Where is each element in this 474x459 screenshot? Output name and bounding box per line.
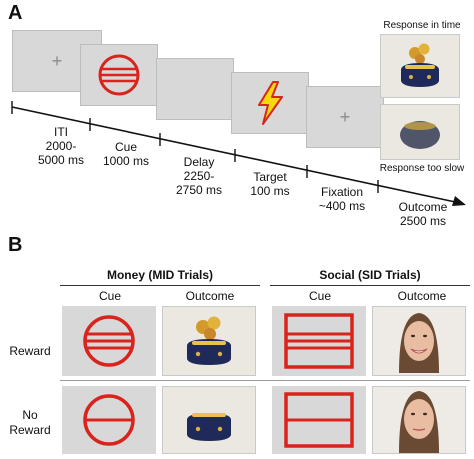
- response-too-slow-label: Response too slow: [379, 163, 465, 174]
- money-no-reward-cue: [62, 386, 156, 454]
- smiling-face-icon: [399, 313, 439, 373]
- money-cue-header: Cue: [98, 289, 121, 303]
- timeline-label-cue: Cue 1000 ms: [102, 140, 150, 168]
- coin-purse-icon: [400, 121, 440, 149]
- money-reward-cue: [62, 306, 156, 376]
- row-divider: [60, 380, 470, 381]
- screen-cue: [80, 44, 158, 106]
- social-no-reward-cue: [272, 386, 366, 454]
- coin-purse-icon: [187, 316, 231, 365]
- social-cue-header: Cue: [308, 289, 331, 303]
- timeline-label-delay: Delay 2250- 2750 ms: [175, 155, 223, 197]
- plus-icon: +: [51, 51, 63, 71]
- social-reward-cue: [272, 306, 366, 376]
- timeline-label-target: Target 100 ms: [250, 170, 290, 198]
- money-group-title: Money (MID Trials): [106, 268, 213, 282]
- plus-icon: +: [339, 107, 351, 127]
- money-reward-cue-icon: [83, 315, 135, 367]
- social-reward-outcome: [372, 306, 466, 376]
- timeline-label-outcome: Outcome 2500 ms: [398, 200, 448, 228]
- social-group-rule: [270, 285, 470, 286]
- row-label-no-reward: No Reward: [9, 408, 51, 437]
- neutral-face-icon: [399, 391, 439, 453]
- outcome-too-slow-photo: [380, 104, 460, 160]
- social-reward-cue-icon: [284, 313, 354, 369]
- timeline-arrow: [11, 101, 466, 206]
- money-group-rule: [60, 285, 260, 286]
- panel-a-letter: A: [8, 2, 23, 24]
- social-no-reward-cue-icon: [284, 392, 354, 448]
- screen-fixation: +: [306, 86, 384, 148]
- money-cue-circle-icon: [98, 54, 140, 96]
- outcome-reward-photo: [380, 34, 460, 98]
- coin-purse-icon: [401, 43, 439, 87]
- social-no-reward-outcome: [372, 386, 466, 454]
- timeline-label-iti: ITI 2000- 5000 ms: [37, 125, 85, 167]
- row-label-reward: Reward: [9, 344, 51, 358]
- response-in-time-label: Response in time: [383, 20, 461, 31]
- social-outcome-header: Outcome: [397, 289, 447, 303]
- coin-purse-icon: [187, 413, 231, 441]
- lightning-bolt-icon: [258, 81, 283, 125]
- panel-b-letter: B: [8, 234, 23, 256]
- timeline-label-fixation: Fixation ~400 ms: [318, 185, 366, 213]
- money-no-reward-outcome: [162, 386, 256, 454]
- money-no-reward-cue-icon: [83, 394, 135, 446]
- screen-delay: [156, 58, 234, 120]
- social-group-title: Social (SID Trials): [319, 268, 421, 282]
- money-reward-outcome: [162, 306, 256, 376]
- money-outcome-header: Outcome: [185, 289, 235, 303]
